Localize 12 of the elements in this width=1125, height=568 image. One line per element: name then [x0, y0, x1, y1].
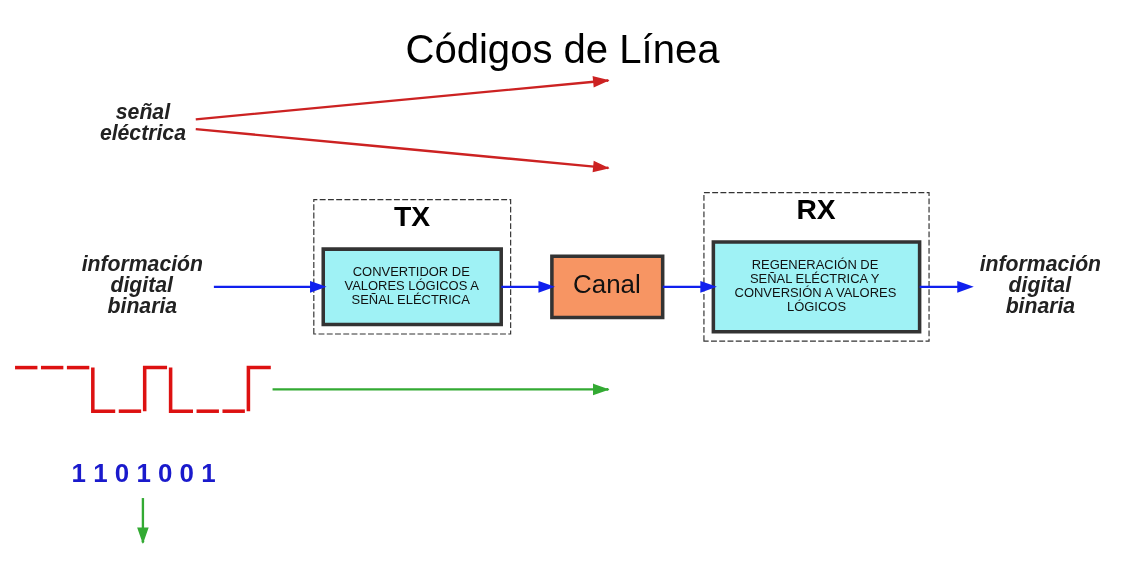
node-text: señal eléctrica [99, 99, 186, 144]
arrow [662, 280, 717, 293]
node-box: Canal [550, 253, 665, 319]
arrow [501, 280, 555, 293]
arrow [919, 280, 974, 293]
node-text: información digital binaria [81, 251, 203, 317]
node-text: información digital binaria [979, 251, 1102, 317]
node-text: 1 1 0 1 0 0 1 [71, 458, 216, 487]
node-box: REGENERACIÓN DE SEÑAL ELÉCTRICA Y CONVERSIÓN A VALORES LÓGICOS [711, 239, 922, 333]
node-box: CONVERTIDOR DE VALORES LÓGICOS A SEÑAL ELÉCTRICA [321, 246, 503, 326]
diagram-title: Códigos de Línea [405, 26, 720, 71]
arrow [213, 280, 327, 293]
